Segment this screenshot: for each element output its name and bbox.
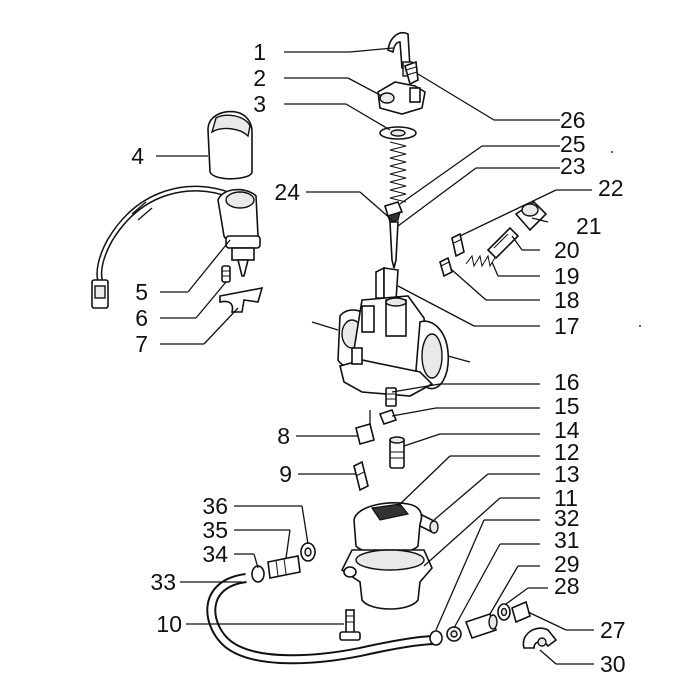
callout-5: 5 (135, 279, 148, 305)
callout-27: 27 (600, 617, 626, 643)
speck (611, 151, 613, 153)
callout-3: 3 (253, 91, 266, 117)
callout-28: 28 (554, 573, 580, 599)
part-27-banjo-bolt (511, 600, 531, 624)
part-4-rubber-cap (207, 110, 253, 180)
part-5-choke-actuator (91, 185, 261, 309)
callout-24: 24 (274, 179, 300, 205)
callout-29: 29 (554, 551, 580, 577)
callout-36: 36 (202, 493, 228, 519)
carburetor-body (311, 295, 471, 397)
callout-14: 14 (554, 417, 580, 443)
callout-19: 19 (554, 263, 580, 289)
part-29-fitting (464, 612, 498, 640)
callout-26: 26 (560, 107, 586, 133)
callout-7: 7 (135, 331, 148, 357)
callout-6: 6 (135, 305, 148, 331)
callout-23: 23 (560, 153, 586, 179)
part-19-spring (465, 254, 497, 268)
part-32-clamp (429, 630, 443, 646)
callout-35: 35 (202, 517, 228, 543)
callout-13: 13 (554, 461, 580, 487)
part-28-washer (497, 603, 511, 621)
callout-10: 10 (156, 611, 182, 637)
part-26-screw (404, 60, 419, 86)
part-14-emulsion-tube (389, 436, 405, 469)
callout-30: 30 (600, 651, 626, 677)
part-9-float-needle (353, 460, 369, 492)
part-17-slide (375, 266, 399, 301)
callout-31: 31 (554, 527, 580, 553)
callout-4: 4 (131, 143, 144, 169)
callout-20: 20 (554, 237, 580, 263)
part-25-clip (384, 201, 404, 223)
callout-22: 22 (598, 175, 624, 201)
callout-32: 32 (554, 505, 580, 531)
part-13-float (353, 501, 423, 555)
speck (639, 325, 641, 327)
part-10-drain-screw (339, 609, 361, 641)
part-31-washer (446, 626, 462, 642)
part-20-idle-screw (486, 226, 520, 260)
part-2-top-cap (377, 81, 426, 115)
part-34-clamp (251, 565, 265, 583)
part-36-washer (300, 542, 316, 562)
part-18-screw (439, 256, 453, 278)
part-3-spring (379, 126, 417, 203)
callout-2: 2 (253, 65, 266, 91)
part-35-fitting (267, 555, 301, 579)
callout-12: 12 (554, 439, 580, 465)
part-15-jet (378, 409, 398, 425)
callout-1: 1 (253, 39, 266, 65)
callout-25: 25 (560, 131, 586, 157)
part-7-bracket (219, 286, 264, 313)
part-21-knurled-cap (514, 200, 548, 232)
leader-lines (156, 47, 594, 665)
callout-9: 9 (279, 461, 292, 487)
callout-11: 11 (554, 485, 578, 511)
callout-18: 18 (554, 287, 580, 313)
callout-21: 21 (576, 213, 602, 239)
callout-17: 17 (554, 313, 580, 339)
part-30-clip (522, 627, 558, 649)
part-8-valve-seat (355, 410, 375, 445)
callout-8: 8 (277, 423, 290, 449)
part-33-hose (206, 573, 437, 665)
callout-34: 34 (202, 541, 228, 567)
callout-15: 15 (554, 393, 580, 419)
callout-33: 33 (150, 569, 176, 595)
callout-labels: 1 2 3 4 5 6 7 8 9 10 11 12 13 14 15 16 1… (131, 39, 625, 677)
callout-16: 16 (554, 369, 580, 395)
part-6-screw (221, 265, 231, 283)
part-24-needle (389, 221, 399, 269)
part-16-jet-holder (385, 387, 397, 407)
part-11-float-bowl (340, 549, 433, 610)
part-22-screw (451, 232, 465, 258)
